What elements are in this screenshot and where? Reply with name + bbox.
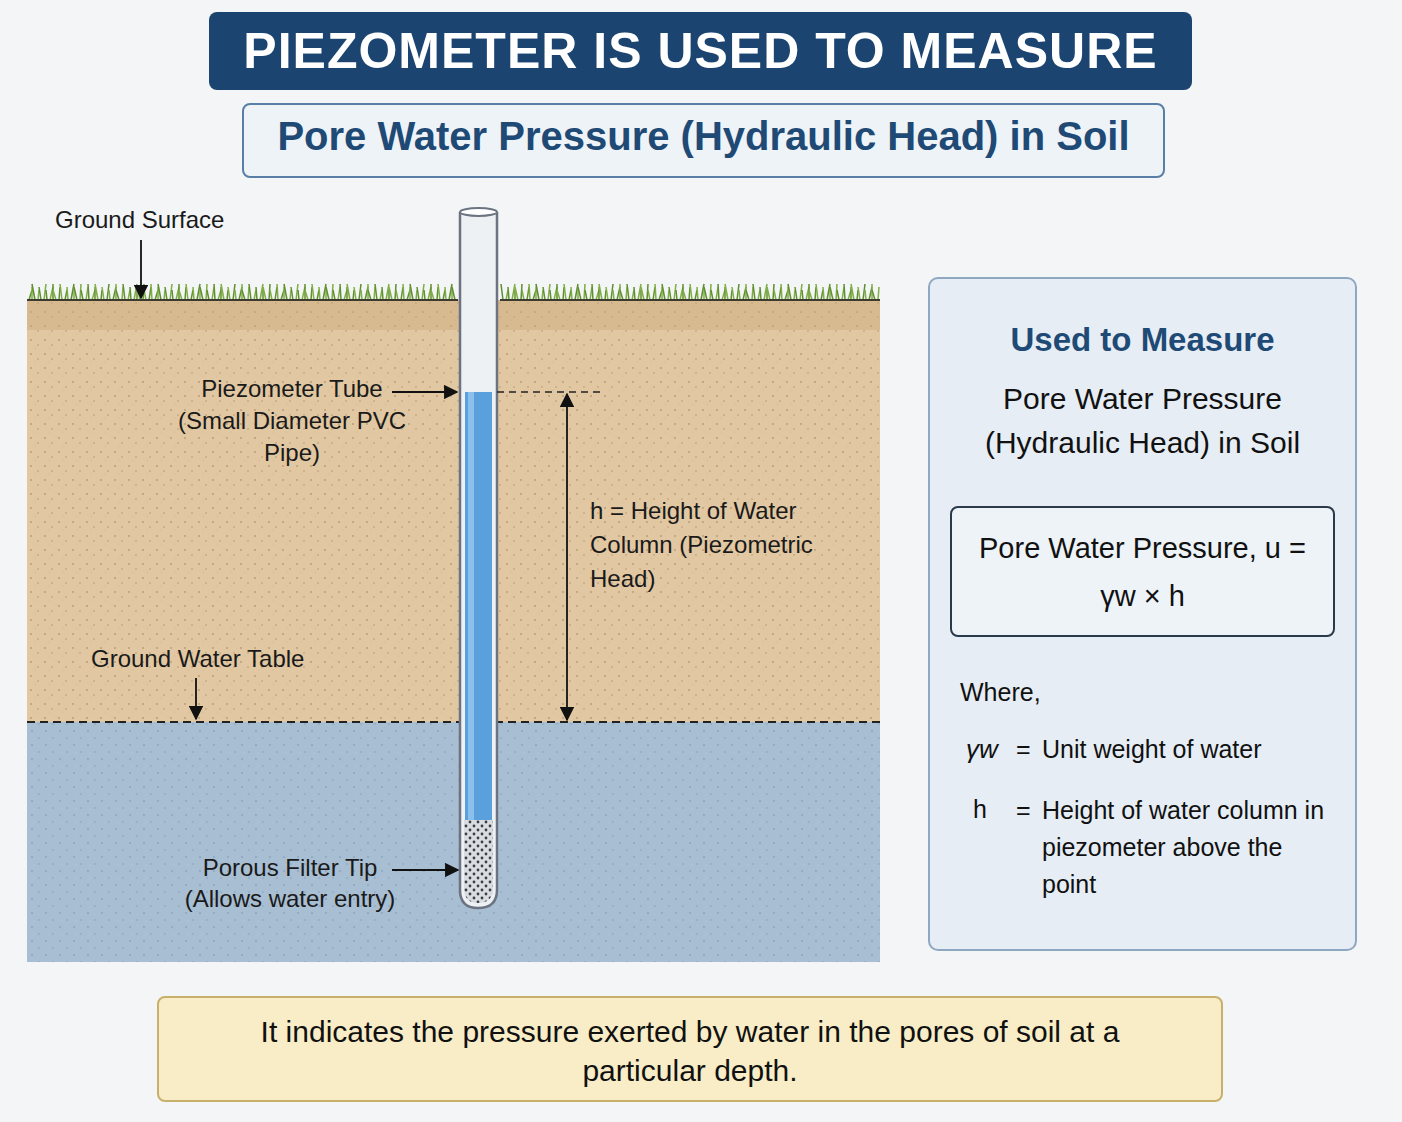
panel-heading: Used to Measure: [930, 319, 1355, 361]
equals-sign: =: [1016, 792, 1040, 829]
subtitle-box: Pore Water Pressure (Hydraulic Head) in …: [242, 103, 1165, 178]
formula-text: Pore Water Pressure, u = γw × h: [972, 524, 1313, 620]
part-label: Piezometer Tube (Small Diameter PVC Pipe…: [170, 373, 414, 469]
part-label: Porous Filter Tip (Allows water entry): [165, 852, 415, 914]
symbol-h: h: [973, 792, 1013, 826]
title-text: PIEZOMETER IS USED TO MEASURE: [243, 22, 1157, 80]
definition-text: Unit weight of water: [1042, 732, 1347, 766]
title-banner: PIEZOMETER IS USED TO MEASURE: [209, 12, 1192, 90]
caption-box: It indicates the pressure exerted by wat…: [157, 996, 1223, 1102]
formula-box: Pore Water Pressure, u = γw × h: [950, 506, 1335, 637]
part-label: Ground Water Table: [91, 643, 351, 675]
definition-text: Height of water column in piezometer abo…: [1042, 792, 1332, 903]
where-text: Where,: [960, 675, 1160, 709]
info-panel: Used to MeasurePore Water Pressure (Hydr…: [928, 277, 1357, 951]
part-label: Ground Surface: [55, 204, 295, 236]
caption-text: It indicates the pressure exerted by wat…: [219, 1012, 1161, 1090]
symbol-gamma: γw: [966, 732, 1016, 766]
panel-subheading: Pore Water Pressure (Hydraulic Head) in …: [952, 377, 1333, 465]
equals-sign: =: [1016, 732, 1040, 766]
dimension-label: h = Height of Water Column (Piezometric …: [590, 494, 830, 596]
subtitle-text: Pore Water Pressure (Hydraulic Head) in …: [244, 105, 1163, 168]
